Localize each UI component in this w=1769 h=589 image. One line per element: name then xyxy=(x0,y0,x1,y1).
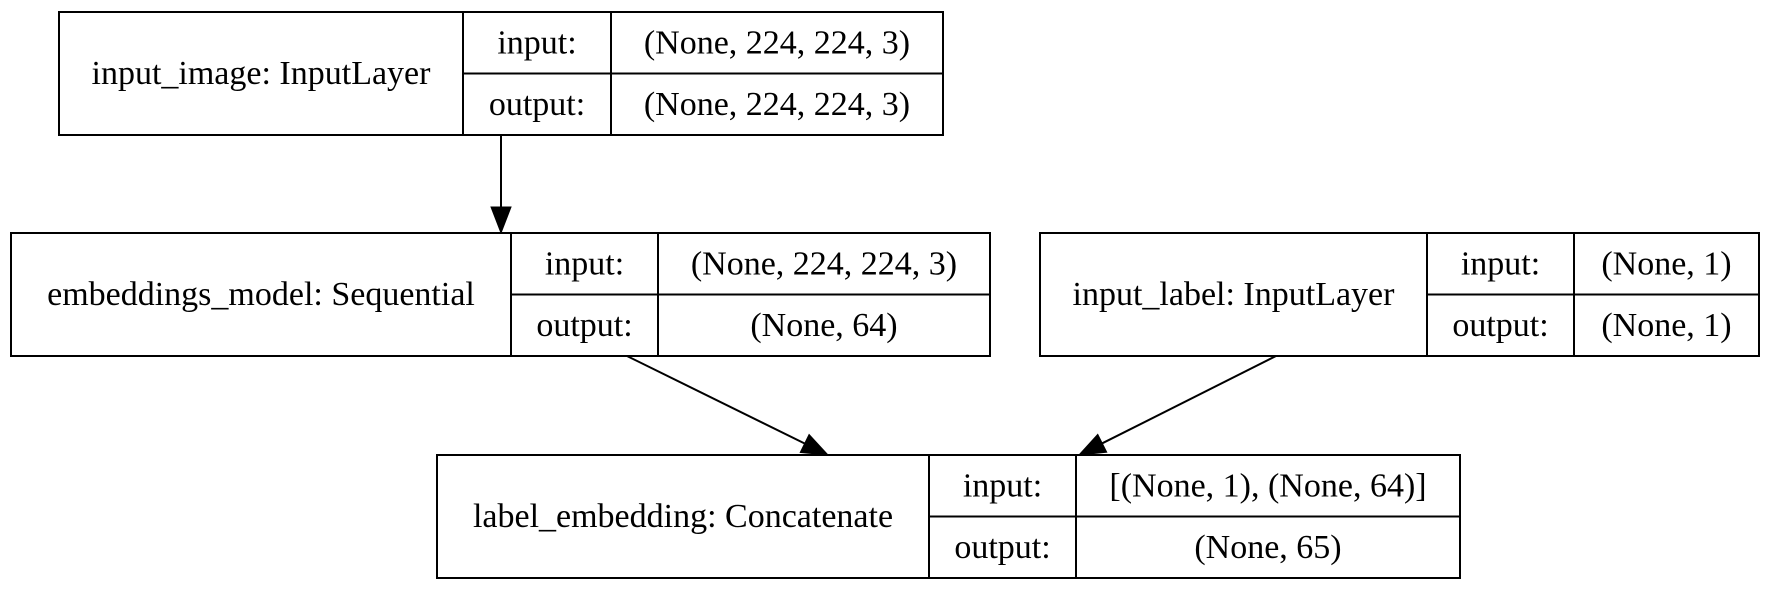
input-shape: (None, 224, 224, 3) xyxy=(644,24,910,61)
output-label: output: xyxy=(489,86,585,123)
arrowhead-icon xyxy=(799,433,830,456)
edge-input_label-to-label_embedding xyxy=(1077,355,1277,456)
arrowhead-icon xyxy=(490,206,512,235)
output-shape: (None, 1) xyxy=(1601,307,1731,344)
input-label: input: xyxy=(545,245,624,282)
edge-input_image-to-embeddings_model xyxy=(490,135,512,235)
layer-name: label_embedding: Concatenate xyxy=(473,498,893,535)
output-shape: (None, 65) xyxy=(1194,529,1341,566)
input-shape: (None, 1) xyxy=(1601,245,1731,282)
layer-node-label-embedding: label_embedding: Concatenate input: output… xyxy=(436,454,1461,579)
layer-name: embeddings_model: Sequential xyxy=(47,276,475,313)
layer-name: input_image: InputLayer xyxy=(92,55,432,92)
edge-line xyxy=(1101,355,1277,445)
input-label: input: xyxy=(497,24,576,61)
output-shape: (None, 64) xyxy=(750,307,897,344)
layer-node-input-image: input_image: InputLayer input: output: (Non… xyxy=(58,11,944,136)
input-shape: (None, 224, 224, 3) xyxy=(691,245,957,282)
input-label: input: xyxy=(1461,245,1540,282)
layer-name: input_label: InputLayer xyxy=(1073,276,1396,313)
edge-embeddings_model-to-label_embedding xyxy=(626,355,830,456)
output-label: output: xyxy=(1452,307,1548,344)
output-label: output: xyxy=(954,529,1050,566)
output-shape: (None, 224, 224, 3) xyxy=(644,86,910,123)
edges xyxy=(490,135,1277,456)
arrowhead-icon xyxy=(1077,433,1108,456)
input-shape: [(None, 1), (None, 64)] xyxy=(1109,467,1426,504)
edge-line xyxy=(626,355,806,445)
input-label: input: xyxy=(963,467,1042,504)
layer-node-embeddings-model: embeddings_model: Sequential input: output… xyxy=(10,232,991,357)
layer-node-input-label: input_label: InputLayer input: output: (Non… xyxy=(1039,232,1760,357)
output-label: output: xyxy=(536,307,632,344)
